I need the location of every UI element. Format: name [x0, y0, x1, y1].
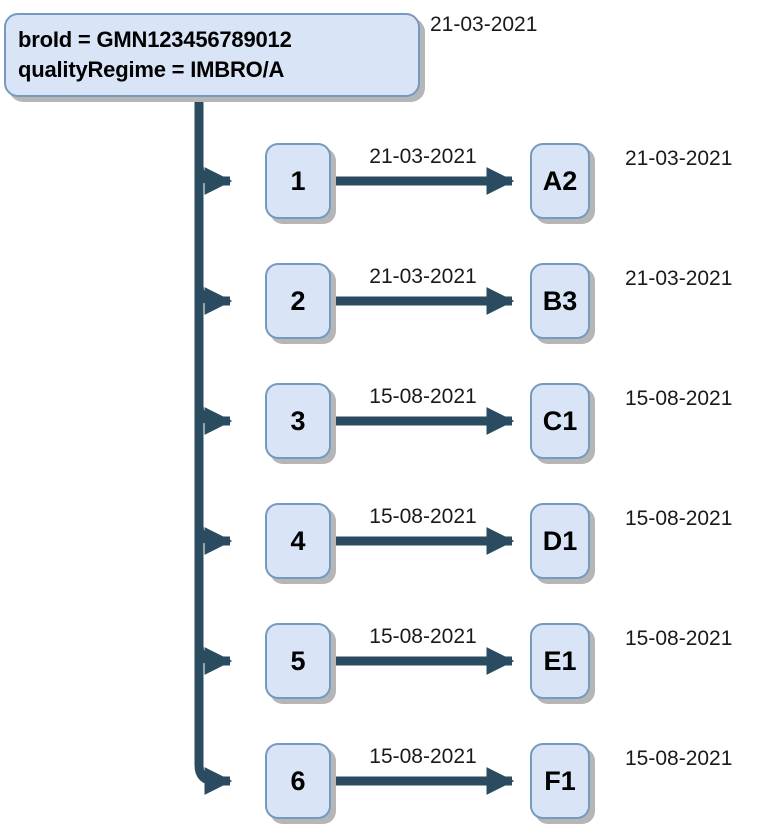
sequence-node-1[interactable]: 1 [265, 143, 331, 219]
event-node-5[interactable]: E1 [530, 623, 590, 699]
sequence-node-5[interactable]: 5 [265, 623, 331, 699]
branch-connector-1 [194, 164, 233, 195]
row-date-label-3: 15-08-2021 [625, 387, 733, 410]
event-node-1-label: A2 [542, 165, 578, 196]
branch-connector-4 [194, 524, 233, 555]
edge-date-label-3: 15-08-2021 [369, 385, 477, 408]
branch-connector-5 [194, 644, 233, 675]
event-node-5-label: E1 [543, 645, 577, 676]
edge-date-label-2: 21-03-2021 [369, 265, 477, 288]
sequence-node-5-label: 5 [290, 645, 306, 676]
event-node-2[interactable]: B3 [530, 263, 590, 339]
row-date-label-2: 21-03-2021 [625, 267, 733, 290]
root-date-label: 21-03-2021 [430, 13, 538, 36]
row-date-label-4: 15-08-2021 [625, 507, 733, 530]
event-node-6-label: F1 [544, 765, 576, 796]
sequence-node-4[interactable]: 4 [265, 503, 331, 579]
sequence-node-1-label: 1 [290, 165, 306, 196]
row-date-label-1: 21-03-2021 [625, 147, 733, 170]
sequence-node-3[interactable]: 3 [265, 383, 331, 459]
root-broid-line: broId = GMN123456789012 [18, 27, 292, 53]
root-node-text: broId = GMN123456789012 qualityRegime = … [18, 25, 292, 84]
edge-date-label-5: 15-08-2021 [369, 625, 477, 648]
event-node-1[interactable]: A2 [530, 143, 590, 219]
branch-connector-2 [194, 284, 233, 315]
sequence-node-4-label: 4 [290, 525, 306, 556]
event-node-3-label: C1 [542, 405, 578, 436]
edge-date-label-1: 21-03-2021 [369, 145, 477, 168]
trunk-connector [194, 96, 233, 795]
root-qualityregime-line: qualityRegime = IMBRO/A [18, 57, 285, 82]
branch-connector-3 [194, 404, 233, 435]
root-node[interactable]: broId = GMN123456789012 qualityRegime = … [4, 13, 420, 97]
sequence-node-6[interactable]: 6 [265, 743, 331, 819]
sequence-node-3-label: 3 [290, 405, 306, 436]
row-date-label-5: 15-08-2021 [625, 627, 733, 650]
edge-date-label-6: 15-08-2021 [369, 745, 477, 768]
row-date-label-6: 15-08-2021 [625, 747, 733, 770]
edge-date-label-4: 15-08-2021 [369, 505, 477, 528]
event-node-4[interactable]: D1 [530, 503, 590, 579]
branch-connectors [194, 164, 233, 675]
event-node-6[interactable]: F1 [530, 743, 590, 819]
sequence-node-2-label: 2 [290, 285, 306, 316]
sequence-node-2[interactable]: 2 [265, 263, 331, 339]
sequence-node-6-label: 6 [290, 765, 306, 796]
event-node-2-label: B3 [542, 285, 578, 316]
event-node-3[interactable]: C1 [530, 383, 590, 459]
event-node-4-label: D1 [542, 525, 578, 556]
